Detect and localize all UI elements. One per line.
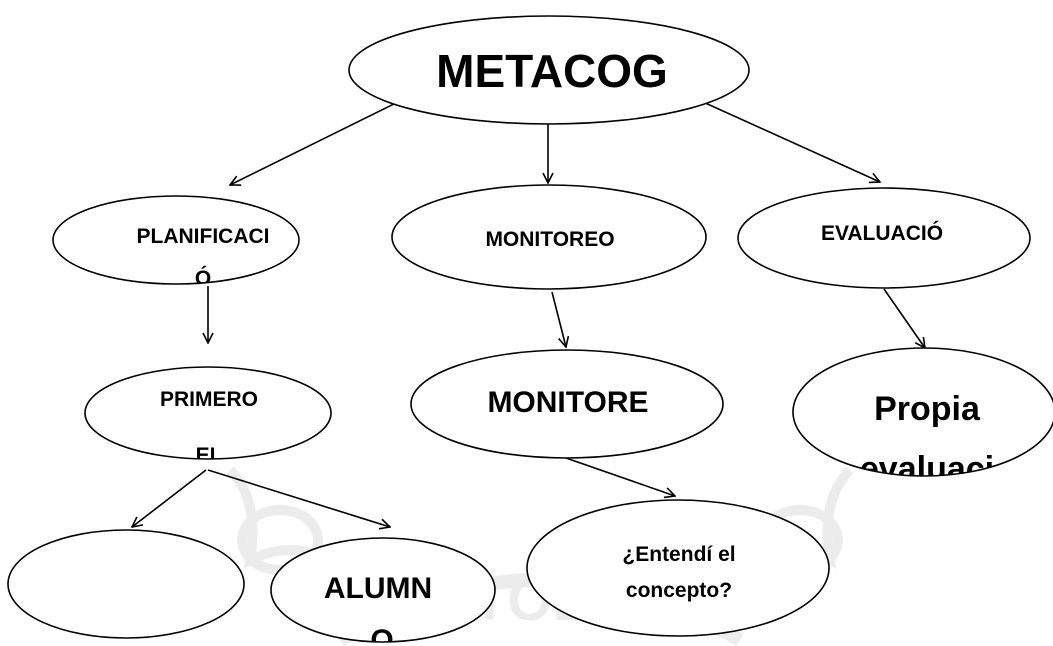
- node-monitoreo-label: MONITOREO: [485, 228, 614, 251]
- connector-root-evaluacion: [691, 96, 880, 182]
- connector-primero-empty: [132, 469, 207, 527]
- node-root-label: METACOG: [436, 45, 668, 97]
- connectors: [132, 96, 925, 527]
- connector-monitoreo-monitore: [551, 291, 566, 347]
- connector-monitore-entendi: [565, 457, 675, 496]
- node-planificacion: PLANIFICACI Ó: [52, 195, 300, 290]
- node-root: METACOG: [348, 15, 750, 125]
- node-empty: [7, 529, 245, 639]
- node-evaluacion: EVALUACIÓ: [737, 187, 1031, 289]
- node-primero-overflow: EL: [196, 444, 223, 467]
- node-entendi-line1: ¿Entendí el: [622, 543, 735, 566]
- node-alumno: ALUMN O: [270, 537, 496, 646]
- node-propia-label: Propia: [874, 390, 981, 428]
- node-propia-overflow: evaluaci: [860, 450, 994, 488]
- connector-root-planificacion: [230, 96, 409, 185]
- connector-primero-alumno: [207, 469, 390, 527]
- node-alumno-overflow: O: [370, 624, 393, 646]
- node-primero: PRIMERO EL: [84, 366, 332, 467]
- node-entendi-line2: concepto?: [626, 579, 732, 602]
- node-primero-label: PRIMERO: [160, 388, 258, 411]
- node-entendi: ¿Entendí el concepto?: [526, 499, 830, 637]
- node-evaluacion-label: EVALUACIÓ: [821, 221, 943, 245]
- node-propia: Propia evaluaci: [792, 347, 1053, 488]
- node-monitore: MONITORE: [410, 349, 724, 459]
- node-alumno-label: ALUMN: [324, 572, 432, 605]
- node-monitoreo: MONITOREO: [391, 184, 707, 290]
- connector-evaluacion-propia: [883, 288, 925, 348]
- node-planificacion-label: PLANIFICACI: [137, 225, 270, 248]
- node-monitore-label: MONITORE: [487, 386, 648, 419]
- node-planificacion-overflow: Ó: [195, 266, 211, 290]
